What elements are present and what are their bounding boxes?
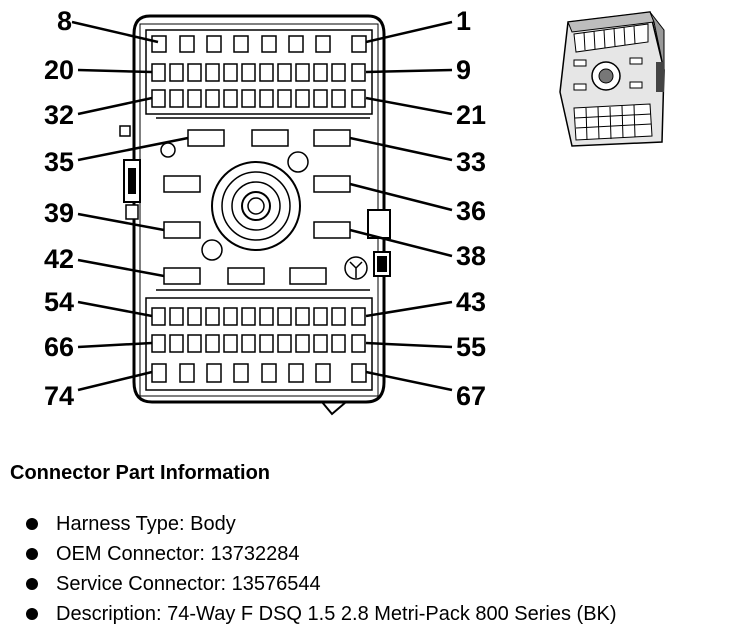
list-item: Harness Type: Body — [10, 509, 730, 539]
pin-label: 39 — [44, 198, 74, 228]
pin-label: 33 — [456, 147, 486, 177]
pin-label: 35 — [44, 147, 74, 177]
connector-thumbnail — [559, 11, 665, 147]
bullet-icon — [26, 548, 38, 560]
pin-label: 54 — [44, 287, 74, 317]
pin-label: 43 — [456, 287, 486, 317]
pin-label: 9 — [456, 55, 471, 85]
list-item: Service Connector: 13576544 — [10, 569, 730, 599]
pin-row-bottom-2 — [151, 334, 366, 353]
bullet-icon — [26, 518, 38, 530]
jack-screw-boss — [211, 161, 301, 251]
pin-label: 67 — [456, 381, 486, 411]
pin-row-top-3 — [151, 89, 366, 108]
pin-row-bottom-1 — [151, 307, 366, 326]
pin-label: 36 — [456, 196, 486, 226]
pin-label: 8 — [57, 6, 72, 36]
pin-label: 55 — [456, 332, 486, 362]
section-heading: Connector Part Information — [10, 462, 271, 484]
oem-connector: OEM Connector: 13732284 — [56, 543, 300, 565]
pin-label: 20 — [44, 55, 74, 85]
pin-label: 42 — [44, 244, 74, 274]
bullet-icon — [26, 608, 38, 620]
pin-label: 32 — [44, 100, 74, 130]
pin-label: 74 — [44, 381, 74, 411]
info-list: Harness Type: Body OEM Connector: 137322… — [10, 509, 730, 629]
list-item: Description: 74-Way F DSQ 1.5 2.8 Metri-… — [10, 599, 730, 629]
pin-label: 21 — [456, 100, 486, 130]
pin-row-top-2 — [151, 63, 366, 82]
pin-label: 38 — [456, 241, 486, 271]
leader-lines — [71, 20, 453, 392]
pin-label: 1 — [456, 6, 471, 36]
list-item: OEM Connector: 13732284 — [10, 539, 730, 569]
connector-part-information: Connector Part Information Harness Type:… — [10, 462, 730, 629]
pin-row-top-1 — [151, 35, 367, 53]
pin-row-bottom-3 — [151, 363, 367, 383]
bullet-icon — [26, 578, 38, 590]
connector-face-diagram: 8 20 32 35 39 42 54 66 74 1 9 21 33 36 3… — [44, 6, 665, 416]
description: Description: 74-Way F DSQ 1.5 2.8 Metri-… — [56, 603, 617, 625]
harness-type: Harness Type: Body — [56, 513, 236, 535]
service-connector: Service Connector: 13576544 — [56, 573, 321, 595]
pin-label: 66 — [44, 332, 74, 362]
